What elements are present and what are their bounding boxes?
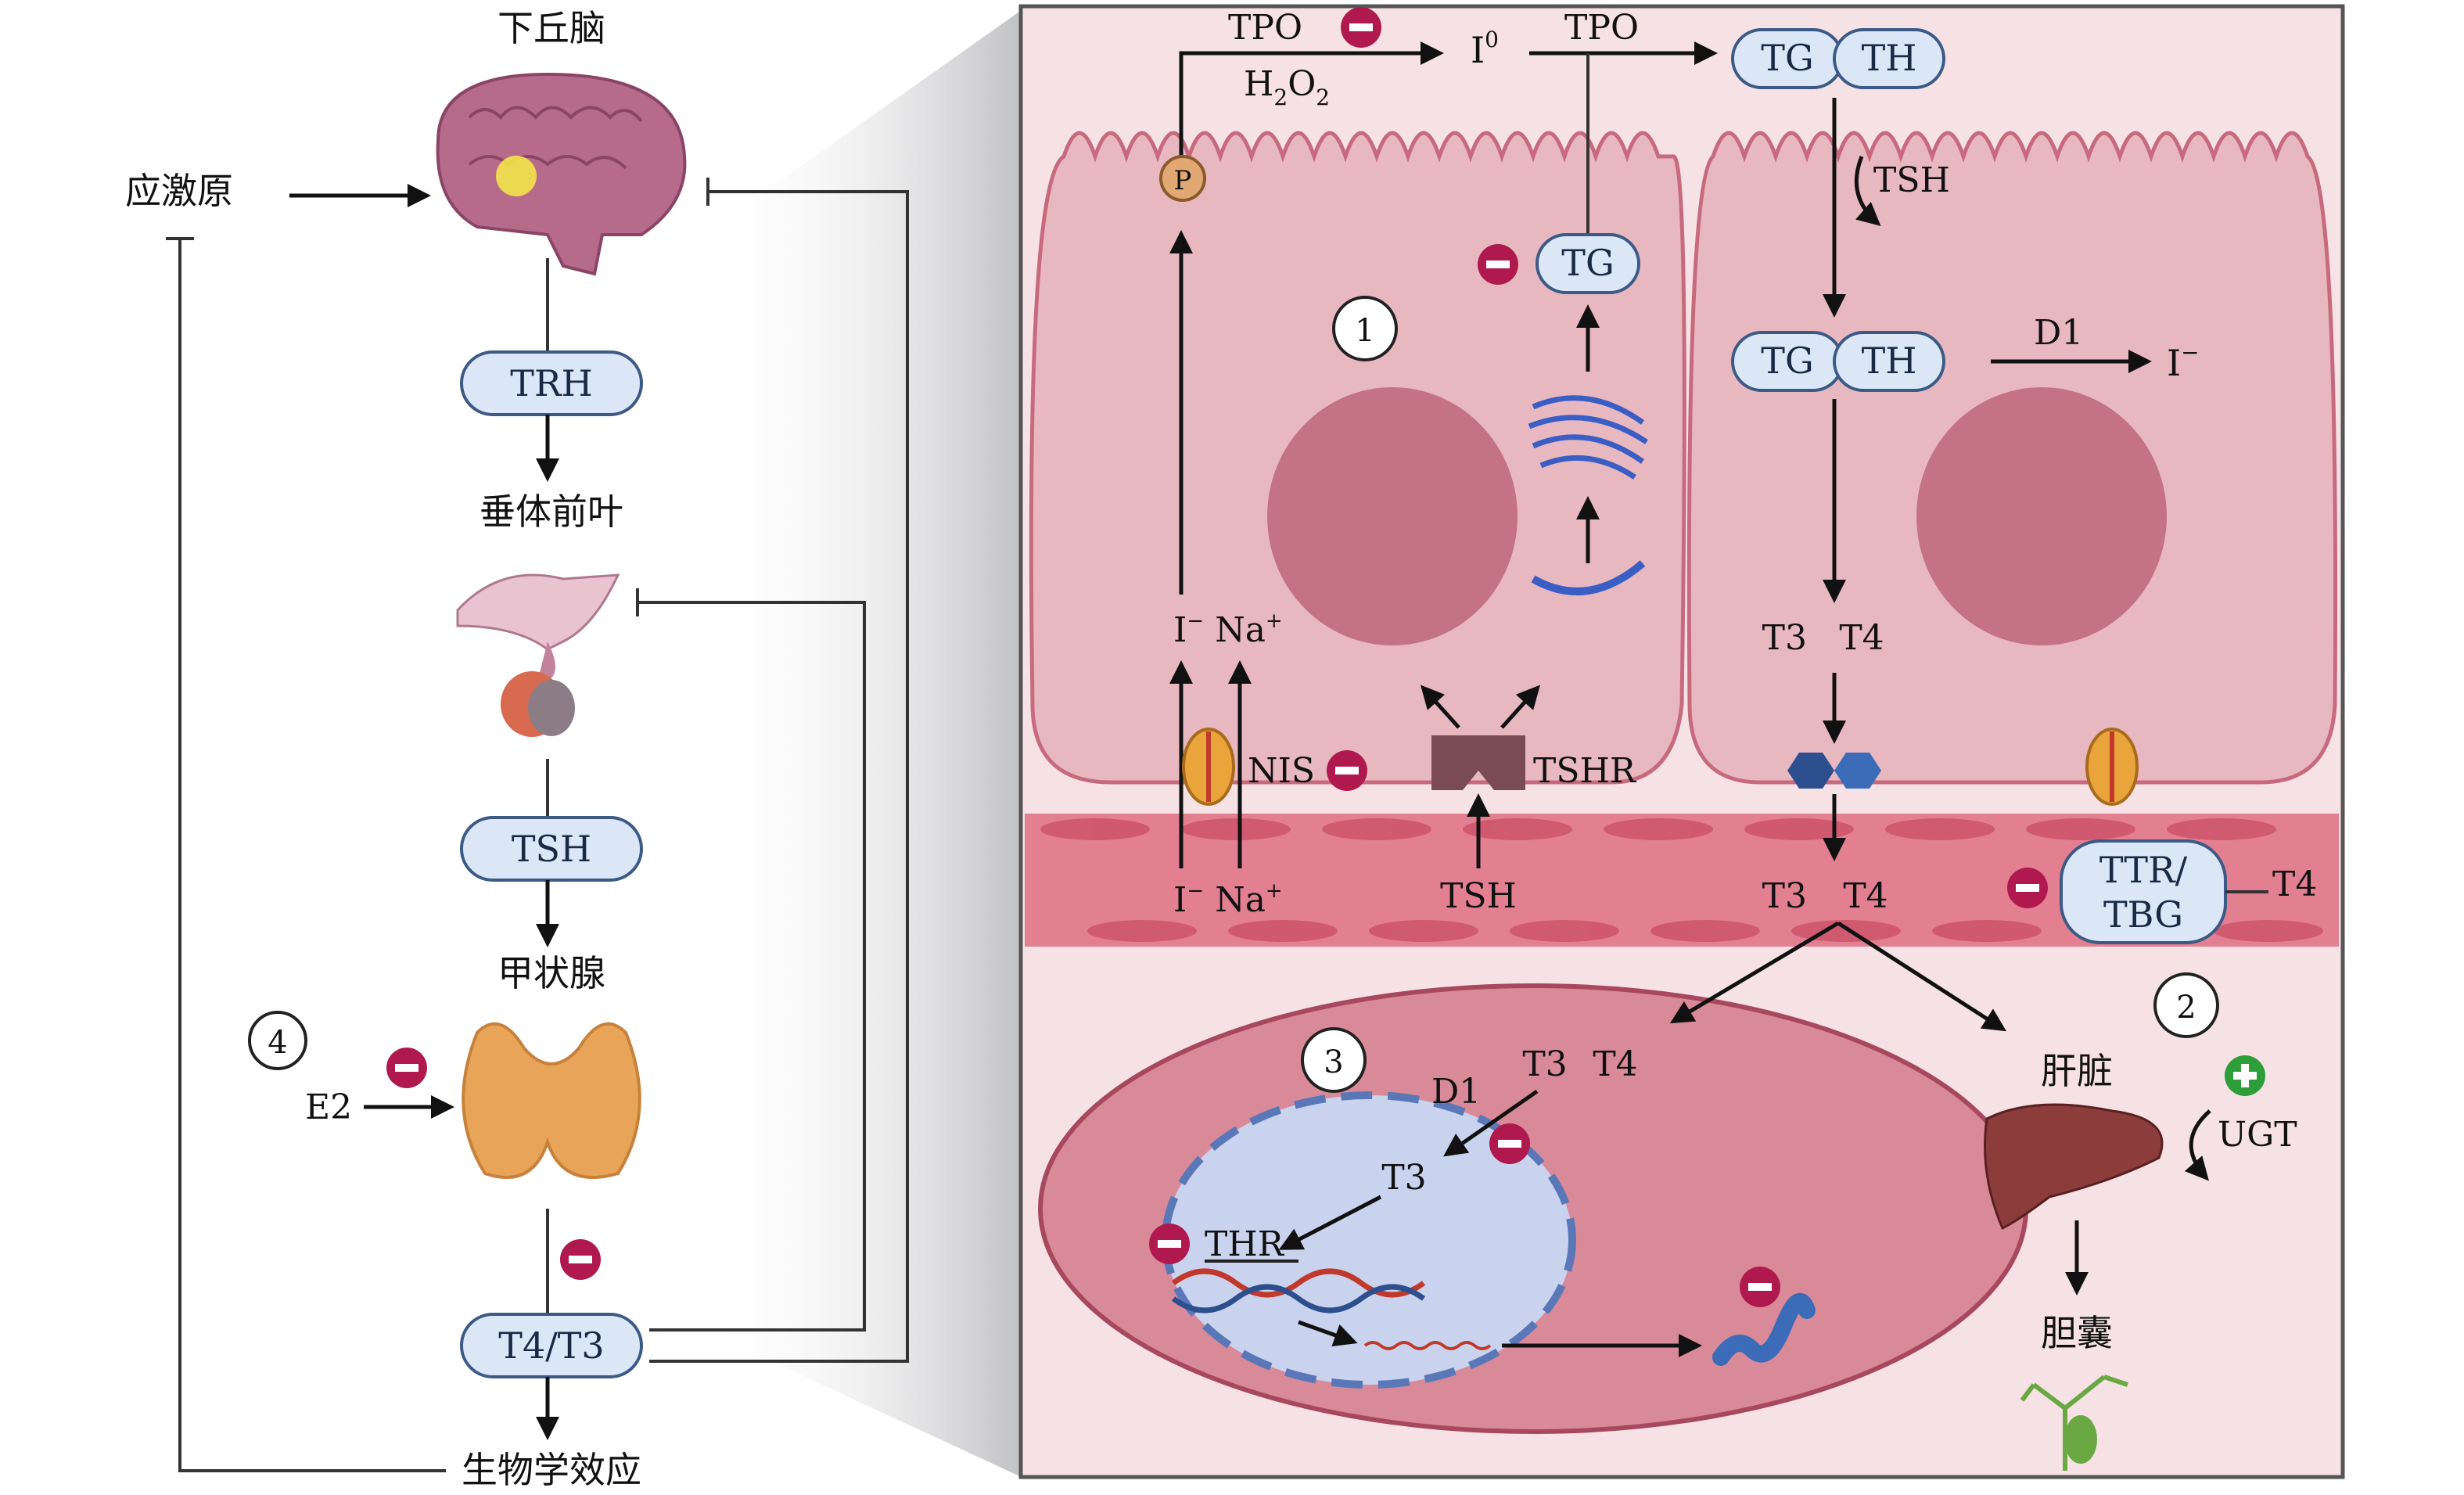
t4t3-label: T4/T3 <box>498 1324 604 1367</box>
tg-golgi-inhibit-icon <box>1478 244 1518 285</box>
feedback-pituitary <box>638 601 866 1331</box>
tsh-blood-label: TSH <box>1440 876 1517 916</box>
d1-top-label: D1 <box>2034 313 2083 353</box>
deiodinase-arrow <box>1443 1089 1539 1157</box>
mrna-icon <box>1363 1341 1492 1350</box>
protein-icon <box>1712 1292 1816 1366</box>
feedback-stressor <box>178 239 446 1472</box>
th-mid-pill <box>1833 331 1945 392</box>
liver-label: 肝脏 <box>2041 1050 2113 1092</box>
marker-4 <box>248 1011 307 1070</box>
brain-icon <box>436 72 687 276</box>
thr-binding-arrow <box>1278 1195 1382 1250</box>
nis-transporter-icon <box>1182 728 1235 806</box>
tg-mid-label: TG <box>1761 340 1813 382</box>
iodination-arrow <box>1179 41 1444 156</box>
t4-cell-label: T4 <box>1839 618 1884 658</box>
stressor-label: 应激原 <box>125 170 233 212</box>
t3-cell-label: T3 <box>1762 618 1807 658</box>
h2o2-label: H2O2 <box>1244 64 1330 110</box>
tpo-inhibit-icon <box>1341 7 1381 48</box>
nis-inhibit-icon <box>1327 750 1367 791</box>
transcription-arrow <box>1298 1320 1358 1347</box>
translation-inhibit-icon <box>1740 1267 1780 1307</box>
t4-blood-label: T4 <box>1843 876 1888 916</box>
tbg-label: TBG <box>2103 893 2183 936</box>
thyroid-gland-icon <box>462 1022 641 1179</box>
tshr-signal-right <box>1500 685 1541 729</box>
tpo-left-label: TPO <box>1228 8 1302 48</box>
i0-label: I0 <box>1471 27 1499 71</box>
th-top-label: TH <box>1862 37 1917 79</box>
tsh-curve-label: TSH <box>1873 160 1950 200</box>
ttr-label: TTR/ <box>2099 849 2188 891</box>
t4t3-pill <box>460 1313 643 1378</box>
t3-nuc-label: T3 <box>1381 1158 1426 1198</box>
ttr-inhibit-icon <box>2007 868 2048 908</box>
p-label: P <box>1174 165 1192 196</box>
ugt-stimulate-icon <box>2225 1055 2265 1096</box>
target-nucleus <box>1162 1091 1576 1389</box>
pituitary-label: 垂体前叶 <box>480 491 623 533</box>
ugt-curve-arrow <box>2184 1109 2211 1181</box>
nucleus-right <box>1916 387 2167 645</box>
e2-label: E2 <box>305 1087 352 1127</box>
marker-4-label: 4 <box>268 1025 287 1061</box>
th-mid-label: TH <box>1862 340 1917 382</box>
tsh-curve-arrow <box>1854 156 1881 226</box>
d1-inhibit-icon <box>1489 1123 1530 1164</box>
marker-1 <box>1332 296 1398 361</box>
tshr-receptor-icon <box>1431 735 1525 790</box>
to-liver-arrow <box>1837 921 2007 1032</box>
tg-top-label: TG <box>1761 37 1813 79</box>
mct8-transporter-icon <box>1787 753 1881 789</box>
marker-3 <box>1301 1027 1367 1093</box>
t3-blood-label: T3 <box>1762 876 1807 916</box>
effect-label: 生物学效应 <box>462 1449 641 1491</box>
t3-target-label: T3 <box>1522 1044 1567 1084</box>
marker-2-label: 2 <box>2176 990 2196 1026</box>
pendrin-icon <box>1159 155 1206 202</box>
tshr-label: TSHR <box>1533 751 1637 791</box>
iodide-top-label: I− <box>2167 340 2200 384</box>
thr-inhibit-icon <box>1149 1224 1190 1264</box>
thyroid-output-inhibit-icon <box>560 1239 601 1280</box>
i-na-upper: I− Na+ <box>1173 609 1283 650</box>
feedback-hypothalamus <box>649 190 909 1363</box>
t4-side-label: T4 <box>2272 864 2317 904</box>
gallbladder-icon <box>2020 1375 2128 1471</box>
tg-golgi-pill <box>1536 233 1640 294</box>
trh-pill <box>460 350 643 416</box>
hypothalamus-label: 下丘脑 <box>497 7 605 49</box>
t4-target-label: T4 <box>1593 1044 1637 1084</box>
dna-icon <box>1171 1268 1426 1314</box>
th-top-pill <box>1833 28 1945 89</box>
tsh-label: TSH <box>512 828 591 870</box>
transporter-right-icon <box>2085 728 2139 806</box>
trh-label: TRH <box>510 362 592 404</box>
i-na-lower: I− Na+ <box>1173 879 1283 920</box>
tpo-right-label: TPO <box>1564 8 1639 48</box>
marker-2 <box>2153 972 2219 1038</box>
marker-1-label: 1 <box>1355 313 1374 349</box>
tsh-pill <box>460 816 643 882</box>
tshr-signal-left <box>1420 685 1460 729</box>
liver-icon <box>1984 1103 2164 1231</box>
gallbladder-label: 胆囊 <box>2041 1312 2113 1354</box>
marker-3-label: 3 <box>1324 1044 1343 1080</box>
to-target-arrow <box>1669 921 1840 1024</box>
e2-inhibit-icon <box>386 1048 427 1088</box>
ugt-label: UGT <box>2218 1115 2297 1155</box>
thyroid-label: 甲状腺 <box>497 952 605 994</box>
golgi-icon <box>1528 395 1648 480</box>
pituitary-icon <box>456 573 620 737</box>
d1-target-label: D1 <box>1431 1072 1481 1112</box>
thr-label: THR <box>1205 1224 1285 1264</box>
er-icon <box>1531 560 1646 595</box>
nis-label: NIS <box>1248 751 1315 791</box>
tg-golgi-label: TG <box>1561 242 1614 284</box>
nucleus-left <box>1267 387 1518 645</box>
